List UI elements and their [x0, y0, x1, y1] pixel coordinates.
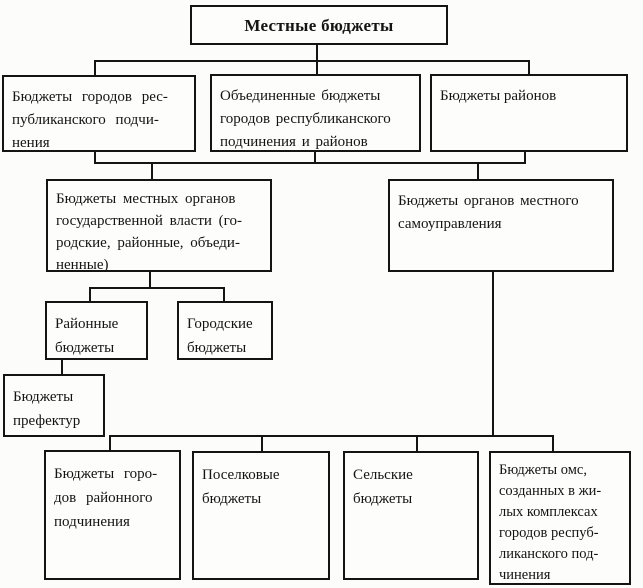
node-local-budgets: Местные бюджеты [190, 5, 448, 45]
connector-line [61, 360, 63, 374]
connector-line [416, 435, 418, 451]
connector-line [109, 435, 554, 437]
node-local-state-authorities-budgets: Бюджеты местных органов государственной … [46, 179, 272, 273]
connector-line [223, 287, 225, 301]
connector-line [528, 60, 530, 75]
node-local-self-government-budgets: Бюджеты органов местного самоуправления [388, 179, 614, 272]
connector-line [94, 60, 96, 75]
connector-line [94, 162, 526, 164]
connector-line [151, 162, 153, 179]
connector-line [94, 152, 96, 164]
connector-line [316, 60, 318, 75]
connector-line [316, 45, 318, 62]
node-city-budgets: Городские бюджеты [177, 301, 273, 360]
connector-line [477, 162, 479, 179]
node-city-district-subordination-budgets: Бюджеты горо- дов районного подчинения [44, 450, 181, 580]
node-oms-budgets: Бюджеты омс, созданных в жи- лых комплек… [489, 451, 631, 585]
node-district-level-budgets: Бюджеты районов [430, 74, 628, 152]
node-joint-city-district-budgets: Объединенные бюджеты городов республикан… [210, 74, 421, 152]
connector-line [552, 435, 554, 451]
connector-line [94, 60, 530, 62]
connector-line [89, 287, 225, 289]
connector-line [524, 152, 526, 164]
node-city-republican-budgets: Бюджеты городов рес- публиканского подчи… [2, 75, 196, 152]
connector-line [314, 152, 316, 164]
connector-line [109, 435, 111, 450]
connector-line [492, 272, 494, 437]
node-prefecture-budgets: Бюджеты префектур [3, 374, 105, 437]
connector-line [149, 272, 151, 289]
node-settlement-budgets: Поселковые бюджеты [192, 451, 330, 580]
connector-line [261, 435, 263, 451]
node-raion-budgets: Районные бюджеты [45, 301, 148, 360]
node-rural-budgets: Сельские бюджеты [343, 451, 479, 580]
connector-line [89, 287, 91, 301]
